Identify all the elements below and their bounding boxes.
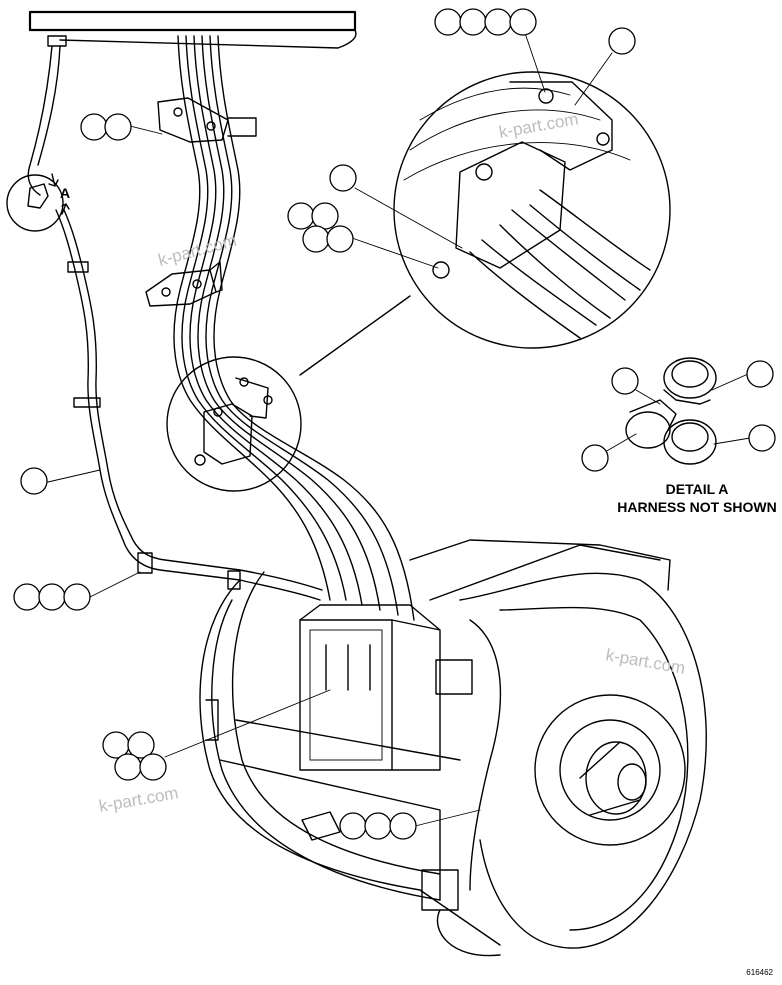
junction-box [435,659,473,695]
detail-a-callout-letter: A [60,185,70,201]
frame-rail [28,10,357,49]
leader-lines [47,29,751,827]
detail-a-label: DETAIL A [666,481,729,497]
callout-bubbles [13,8,776,840]
harness-bracket-middle [145,261,223,307]
magnified-bracket-view [393,71,671,349]
hose-clamp [137,552,153,574]
generator-housing [199,539,707,957]
hose-clamp [73,397,101,408]
harness-bracket-upper [157,97,257,143]
hose-clamp [67,261,89,273]
watermark-text: k-part.com [604,645,686,678]
detail-a-sublabel: HARNESS NOT SHOWN [617,499,776,515]
terminal-box [299,619,393,771]
detail-a-reference: A [6,173,70,232]
detail-a-view: DETAIL A HARNESS NOT SHOWN [617,357,777,515]
watermark-text: k-part.com [97,783,179,816]
harness-clamp-detail-circle [166,295,411,492]
cable-harness [173,35,415,621]
figure-number: 616462 [746,968,773,977]
watermark-text: k-part.com [497,109,579,142]
